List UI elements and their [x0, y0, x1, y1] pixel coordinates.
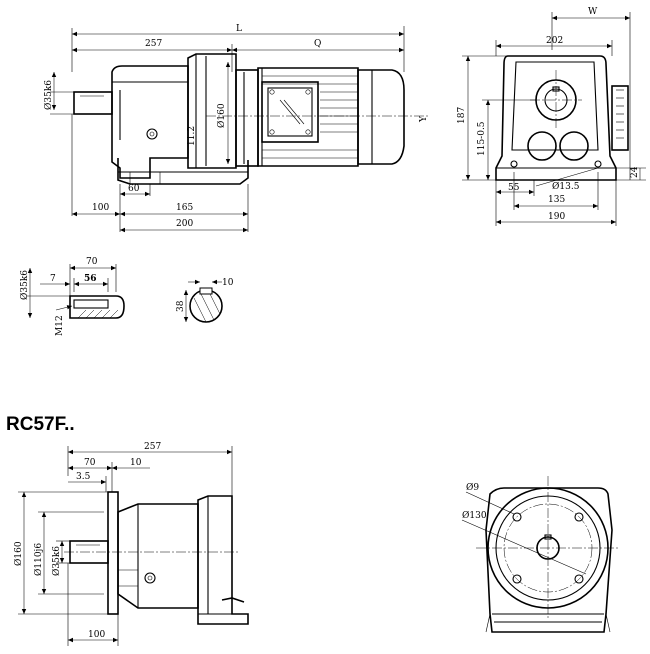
dim-11-2: 11.2	[187, 126, 197, 146]
flange-front-view: Ø9 Ø130	[461, 476, 620, 633]
flange-dim-10: 10	[130, 458, 142, 468]
shaft-dim-10: 10	[222, 278, 234, 288]
flange-dim-70: 70	[84, 458, 96, 468]
shaft-dim-38: 38	[176, 300, 186, 312]
model-title: RC57F..	[6, 414, 75, 435]
dim-13-5: Ø13.5	[552, 181, 580, 192]
flange-side-view: 257 70 10 3.5 Ø160 Ø110j6 Ø35k6 100	[13, 442, 249, 646]
dim-60: 60	[128, 184, 140, 194]
dim-100: 100	[92, 203, 109, 213]
dim-24: 24	[630, 166, 640, 178]
shaft-detail: 70 56 7 Ø35k6 M12 38 10	[19, 257, 234, 336]
flange-hole-dia: Ø9	[466, 482, 479, 493]
shaft-dim-70: 70	[86, 257, 98, 267]
dim-W: W	[588, 7, 598, 17]
flange-dia-110: Ø110j6	[33, 543, 44, 576]
dim-Q: Q	[314, 39, 321, 49]
side-view: L 257 Q Ø35k6	[43, 24, 430, 233]
dim-115: 115-0.5	[477, 121, 487, 156]
dim-L: L	[236, 24, 242, 34]
shaft-dim-7: 7	[50, 274, 56, 284]
dim-Y: Y	[419, 115, 429, 123]
front-view: W 202 187 115-0.5 24 55 Ø13.5 135	[457, 7, 646, 226]
dim-135: 135	[548, 195, 565, 205]
dim-flange-dia: Ø160	[216, 103, 227, 128]
dim-187: 187	[457, 107, 467, 124]
flange-shaft-dia: Ø35k6	[51, 546, 62, 576]
shaft-dim-56: 56	[84, 274, 97, 284]
flange-dim-100: 100	[88, 630, 105, 640]
shaft-thread: M12	[55, 315, 65, 336]
flange-bolt-circle: Ø130	[462, 510, 487, 521]
dim-165: 165	[176, 203, 193, 213]
flange-dim-3-5: 3.5	[76, 472, 91, 482]
dim-shaft-dia: Ø35k6	[43, 80, 54, 110]
dim-190: 190	[548, 212, 565, 222]
shaft-dia: Ø35k6	[19, 270, 30, 300]
dim-257: 257	[145, 39, 162, 49]
flange-dim-257: 257	[144, 442, 161, 452]
dim-202: 202	[546, 36, 563, 46]
dim-55: 55	[508, 183, 520, 193]
flange-dia-160: Ø160	[13, 541, 24, 566]
dim-200: 200	[176, 219, 193, 229]
